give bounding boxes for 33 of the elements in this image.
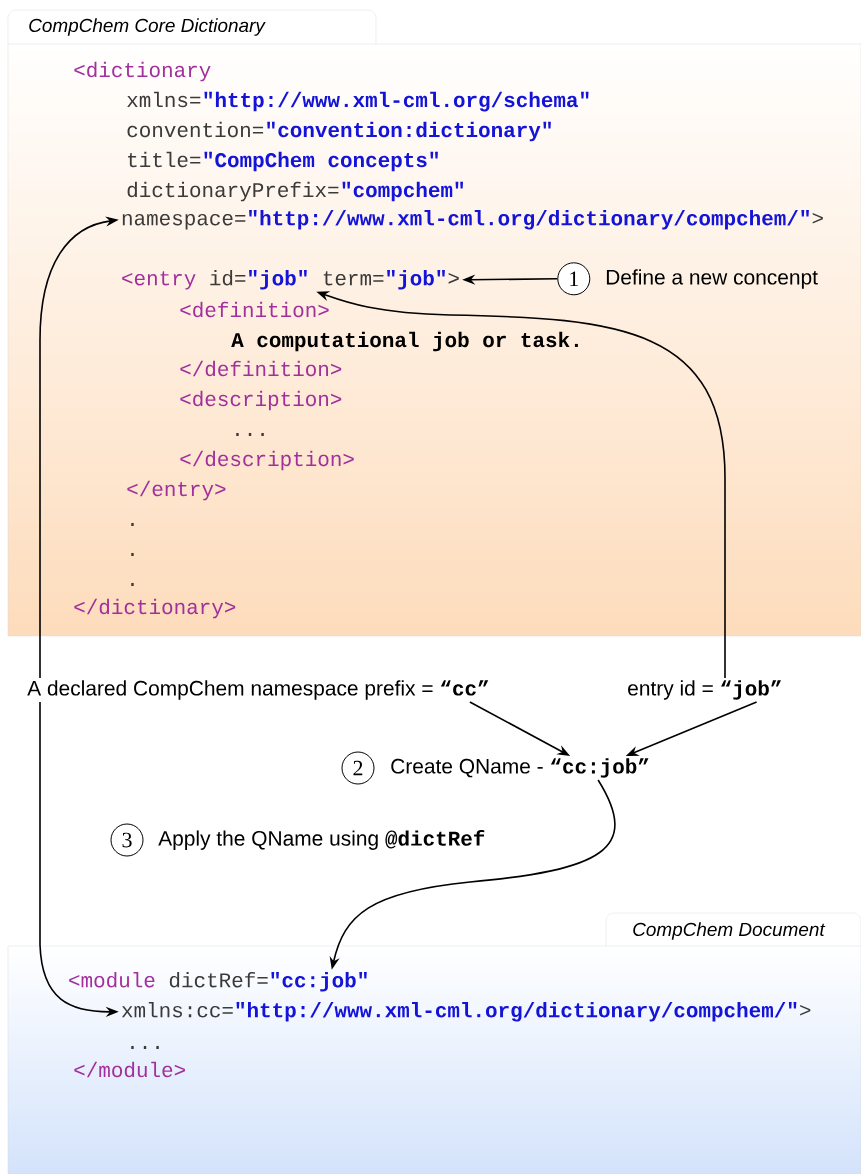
xml-tag: <description> (180, 390, 342, 411)
step-text: Define a new concenpt (606, 269, 818, 289)
attribute-value: "convention:dictionary" (267, 121, 551, 142)
ellipsis: . (131, 522, 134, 526)
code-line: <entry id= "job" term= "job" > (122, 270, 459, 290)
annotation-text: Create QName - “cc:job” (391, 758, 649, 778)
code-line: <module dictRef= "cc:job" (69, 972, 367, 992)
xml-tag: <dictionary (74, 61, 211, 82)
definition-text: A computational job or task. (231, 331, 578, 352)
annotation-text: entry id = “job” (628, 680, 781, 700)
xml-tag: </description> (180, 450, 354, 471)
ellipsis: ... (131, 1045, 159, 1049)
xml-tag: </dictionary> (74, 598, 236, 619)
ellipsis: ... (236, 432, 264, 436)
attribute-value: "CompChem concepts" (204, 151, 438, 172)
step-text: Apply the QName using @dictRef (158, 830, 485, 850)
attribute-name: convention= (127, 121, 264, 138)
ellipsis: . (131, 582, 134, 586)
xml-tag: </definition> (180, 360, 342, 377)
panel-tab: CompChem Core Dictionary (7, 9, 377, 45)
xml-tag: <definition> (180, 301, 329, 318)
attribute-name: dictionaryPrefix= (127, 181, 339, 202)
xml-tag: </entry> (127, 480, 226, 501)
attribute-name: title= (128, 151, 201, 168)
panel-tab: CompChem Document (605, 912, 861, 947)
xml-tag: </module> (74, 1061, 185, 1078)
code-line: xmlns:cc= "http://www.xml-cml.org/dictionary/compchem/" > (121, 1002, 811, 1022)
ellipsis: . (131, 552, 134, 556)
attribute-name: xmlns= (127, 91, 201, 108)
annotation-text: A declared CompChem namespace prefix = “cc” (27, 680, 489, 700)
attribute-value: "compchem" (342, 181, 463, 202)
code-line: namespace= "http://www.xml-cml.org/dictionary/compchem/" > (122, 210, 823, 230)
attribute-value: "http://www.xml-cml.org/schema" (204, 91, 589, 112)
